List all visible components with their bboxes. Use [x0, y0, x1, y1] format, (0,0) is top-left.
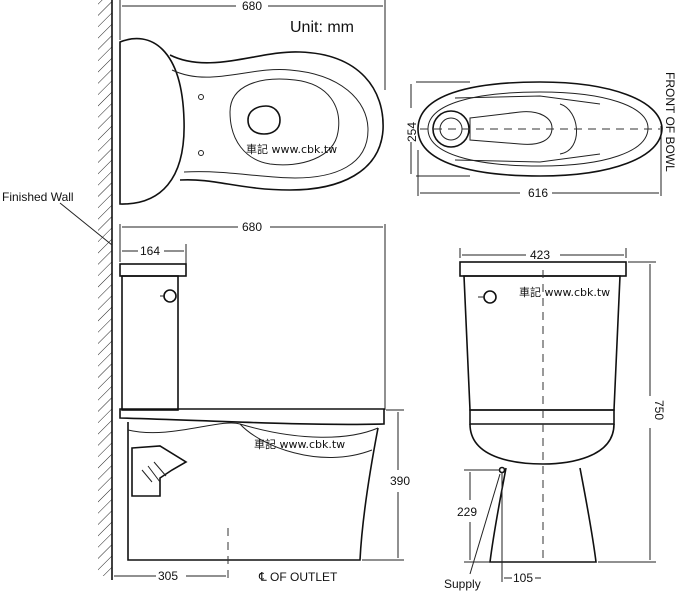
dim-bowl-height: 390 [390, 474, 410, 488]
dim-rear-width: 423 [530, 248, 550, 262]
dim-front-length: 616 [528, 186, 548, 200]
dim-tank-depth: 164 [140, 244, 160, 258]
outlet-label: ℄ OF OUTLET [258, 570, 338, 584]
dim-height: 750 [652, 400, 666, 420]
dim-side-width: 680 [242, 220, 262, 234]
supply-label: Supply [444, 577, 481, 591]
watermark-top: 車記 www.cbk.tw [246, 142, 337, 156]
dim-top-width: 680 [242, 0, 262, 13]
unit-label: Unit: mm [290, 19, 354, 36]
watermark-side: 車記 www.cbk.tw [254, 437, 345, 451]
wall-leader [59, 202, 113, 246]
side-view: 680 164 390 305 [114, 220, 410, 583]
top-view: 680 Unit: mm [119, 0, 386, 205]
watermark-rear: 車記 www.cbk.tw [519, 285, 610, 299]
front-of-bowl-label: FRONT OF BOWL [663, 72, 677, 172]
dim-front-width: 254 [405, 122, 419, 142]
dim-outlet-distance: 305 [158, 569, 178, 583]
rear-view: 423 750 229 105 [457, 248, 666, 585]
dim-supply-height: 229 [457, 505, 477, 519]
bowl-top-view: 616 254 [405, 81, 663, 200]
dim-supply-offset: 105 [513, 571, 533, 585]
wall-label: Finished Wall [2, 190, 74, 204]
finished-wall [98, 0, 113, 580]
